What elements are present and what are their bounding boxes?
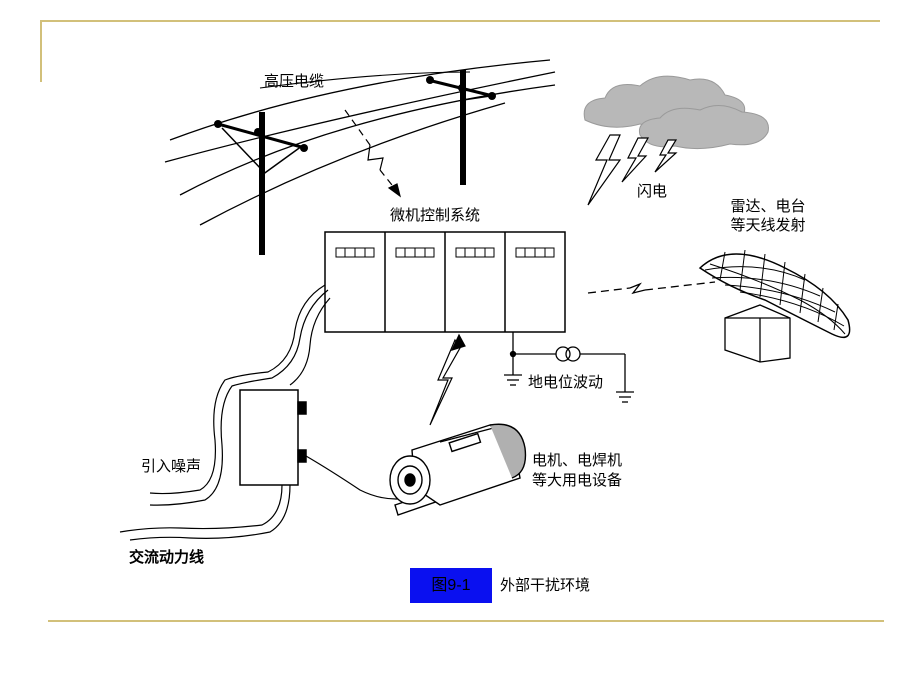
radar-signal-line	[587, 281, 716, 295]
frame-bottom-line	[48, 620, 884, 622]
label-control-system: 微机控制系统	[390, 206, 481, 224]
ground-circuit	[504, 332, 634, 403]
label-cable: 高压电缆	[264, 72, 325, 90]
cable-interference-arrow	[344, 109, 401, 198]
label-radar-line1: 雷达、电台	[730, 197, 806, 215]
label-ground: 地电位波动	[528, 373, 604, 391]
lightning-bolts	[587, 134, 678, 206]
frame-top-line	[40, 20, 880, 22]
control-cabinet	[324, 231, 566, 333]
radar-antenna	[698, 249, 851, 363]
figure-number: 图9-1	[410, 568, 492, 603]
junction-box	[239, 389, 307, 486]
insulators	[214, 76, 496, 152]
motor-interference-bolt	[429, 333, 466, 426]
label-motor-line1: 电机、电焊机	[532, 451, 623, 469]
label-motor-line2: 等大用电设备	[532, 471, 623, 489]
frame-left-line	[40, 20, 42, 82]
label-lightning: 闪电	[637, 182, 668, 200]
figure-title: 外部干扰环境	[500, 576, 591, 594]
storm-clouds	[583, 75, 769, 150]
label-noise: 引入噪声	[141, 457, 202, 475]
label-ac-power: 交流动力线	[129, 548, 205, 566]
wiring	[119, 284, 421, 541]
label-radar-line2: 等天线发射	[730, 216, 806, 234]
power-line	[164, 59, 556, 255]
motor	[389, 423, 527, 516]
